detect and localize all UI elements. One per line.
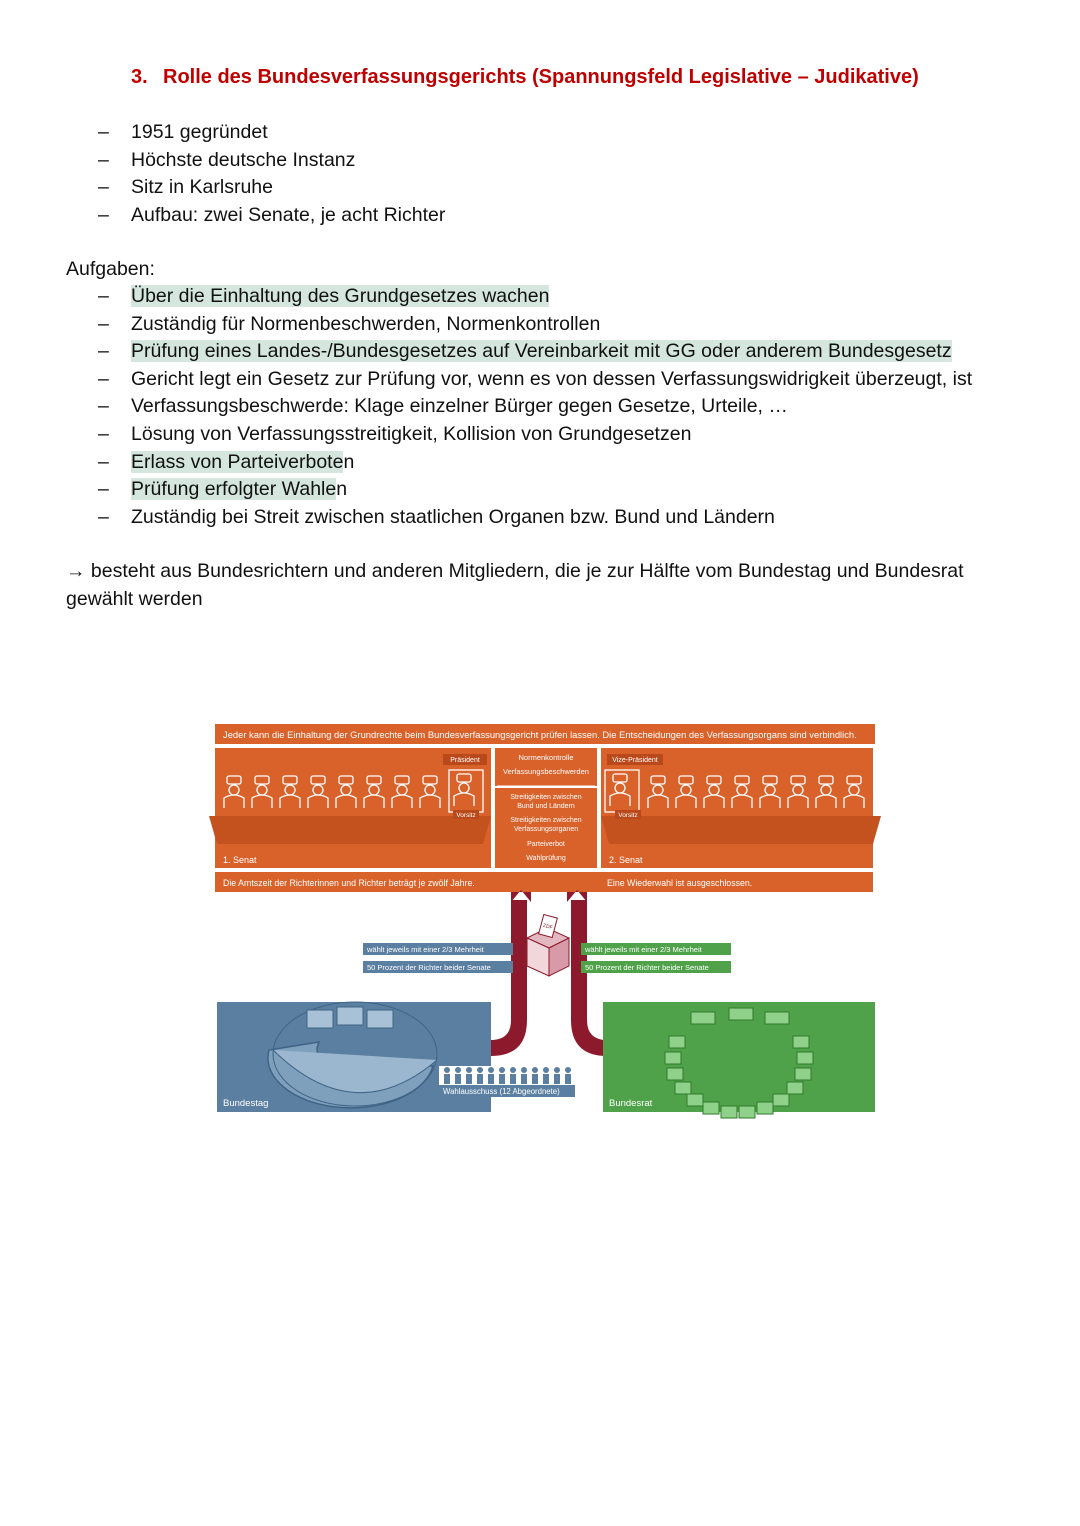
term-banner <box>215 872 873 892</box>
svg-text:Verfassungsorganen: Verfassungsorganen <box>514 826 578 833</box>
conclusion: → besteht aus Bundesrichtern und anderen… <box>66 560 964 610</box>
svg-text:Bund und Ländern: Bund und Ländern <box>517 803 575 810</box>
svg-text:50 Prozent der Richter beider: 50 Prozent der Richter beider Senate <box>367 963 491 972</box>
svg-text:Streitigkeiten zwischen: Streitigkeiten zwischen <box>510 794 581 801</box>
list-item: –Zuständig bei Streit zwischen staatlich… <box>98 505 775 528</box>
top-banner-text: Jeder kann die Einhaltung der Grundrecht… <box>223 729 857 740</box>
chair-label-right: Vorsitz <box>618 812 638 819</box>
svg-text:Parteiverbot: Parteiverbot <box>527 841 565 848</box>
list-item: –Gericht legt ein Gesetz zur Prüfung vor… <box>98 367 973 390</box>
top-banner <box>215 724 875 744</box>
tasks-label: Aufgaben: <box>66 258 155 280</box>
svg-text:Verfassungsbeschwerden: Verfassungsbeschwerden <box>503 767 589 776</box>
committee-label: Wahlausschuss (12 Abgeordnete) <box>443 1087 560 1096</box>
heading-number: 3. <box>131 66 148 88</box>
svg-text:Streitigkeiten zwischen: Streitigkeiten zwischen <box>510 817 581 824</box>
bundesrat-seating-icon <box>664 1007 814 1119</box>
bench-left <box>209 816 491 844</box>
list-item: –1951 gegründet <box>98 121 268 143</box>
court-infographic: Jeder kann die Einhaltung der Grundrecht… <box>207 720 883 1138</box>
heading-text: Rolle des Bundesverfassungsgerichts (Spa… <box>163 66 919 88</box>
section-heading: 3. Rolle des Bundesverfassungsgerichts (S… <box>131 66 919 89</box>
senate2-label: 2. Senat <box>609 855 643 865</box>
tasks-list: –Über die Einhaltung des Grundgesetzes w… <box>0 283 1080 531</box>
list-item: –Aufbau: zwei Senate, je acht Richter <box>98 203 446 226</box>
ballot-box-icon: ZDF <box>525 913 571 977</box>
bench-right <box>601 816 881 844</box>
list-item: –Sitz in Karlsruhe <box>98 176 273 199</box>
list-item: –Zuständig für Normenbeschwerden, Normen… <box>98 312 601 335</box>
svg-text:50 Prozent der Richter beider: 50 Prozent der Richter beider Senate <box>585 963 709 972</box>
list-item: –Über die Einhaltung des Grundgesetzes w… <box>98 285 550 307</box>
center-top-box <box>495 748 597 786</box>
bundestag-label: Bundestag <box>223 1098 268 1109</box>
highlight: Prüfung erfolgter Wahle <box>131 478 337 501</box>
svg-text:wählt jeweils mit einer 2/3 Me: wählt jeweils mit einer 2/3 Mehrheit <box>584 945 703 954</box>
list-item: –Lösung von Verfassungsstreitigkeit, Kol… <box>98 422 692 445</box>
senate2-panel <box>601 748 873 868</box>
svg-text:ZDF: ZDF <box>542 923 553 931</box>
svg-text:Die Amtszeit der Richterinnen: Die Amtszeit der Richterinnen und Richte… <box>223 878 475 888</box>
committee-members-icon <box>444 1067 571 1084</box>
svg-text:Normenkontrolle: Normenkontrolle <box>518 753 573 762</box>
highlight: Erlass von Parteiverbote <box>131 450 344 473</box>
judges-senate1 <box>223 769 484 813</box>
facts-list: –1951 gegründet –Höchste deutsche Instan… <box>0 119 1080 229</box>
arrow-icon: → <box>66 560 86 582</box>
svg-text:Wahlprüfung: Wahlprüfung <box>526 855 566 862</box>
vice-president-label: Vize-Präsident <box>612 757 657 764</box>
president-label: Präsident <box>450 757 480 764</box>
list-item: –Verfassungsbeschwerde: Klage einzelner … <box>98 395 788 418</box>
center-bottom-box <box>495 788 597 868</box>
highlight: Prüfung eines Landes-/Bundesgesetzes auf… <box>131 340 952 363</box>
list-item: –Prüfung erfolgter Wahlen <box>98 478 348 501</box>
svg-text:Eine Wiederwahl ist ausgeschlo: Eine Wiederwahl ist ausgeschlossen. <box>607 878 752 888</box>
chair-label-left: Vorsitz <box>456 812 476 819</box>
highlight: Über die Einhaltung des Grundgesetzes wa… <box>131 285 550 307</box>
list-item: –Prüfung eines Landes-/Bundesgesetzes au… <box>98 340 952 363</box>
senate1-label: 1. Senat <box>223 855 257 865</box>
senate1-panel <box>215 748 491 868</box>
svg-text:wählt jeweils mit einer 2/3 Me: wählt jeweils mit einer 2/3 Mehrheit <box>366 945 485 954</box>
list-item: –Erlass von Parteiverboten <box>98 450 355 473</box>
bundesrat-label: Bundesrat <box>609 1098 653 1109</box>
list-item: –Höchste deutsche Instanz <box>98 148 356 171</box>
